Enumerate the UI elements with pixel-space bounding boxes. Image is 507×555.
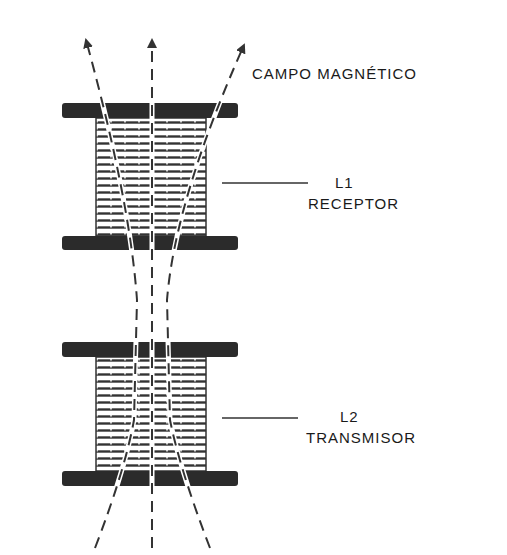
leader-line	[222, 182, 308, 184]
part-name: L1	[333, 175, 356, 192]
part-name: TRANSMISOR	[304, 430, 418, 447]
part-name: L2	[338, 409, 361, 426]
field-label: CAMPO MAGNÉTICO	[250, 66, 419, 83]
magnetic-field-lines	[86, 40, 244, 548]
part-name: RECEPTOR	[306, 196, 401, 213]
leader-line	[222, 417, 298, 419]
